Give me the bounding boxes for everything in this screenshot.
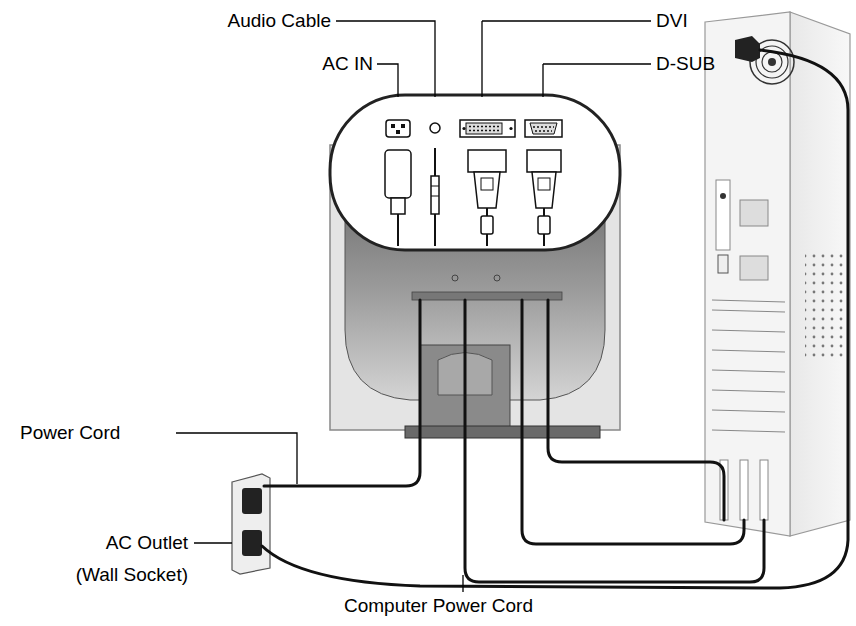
cable-label: Computer Power Cord	[344, 595, 533, 617]
connector-callout	[330, 95, 620, 250]
leader-lines	[176, 21, 651, 592]
cable-label: Power Cord	[20, 422, 120, 444]
computer-tower	[705, 12, 850, 536]
cables	[262, 50, 848, 588]
port-label: D-SUB	[656, 53, 715, 75]
wall-outlet	[232, 474, 270, 574]
outlet-label: AC Outlet (Wall Socket)	[64, 527, 188, 591]
port-label: DVI	[656, 10, 688, 32]
port-label: AC IN	[322, 53, 373, 75]
cable-label: Audio Cable	[227, 10, 331, 32]
